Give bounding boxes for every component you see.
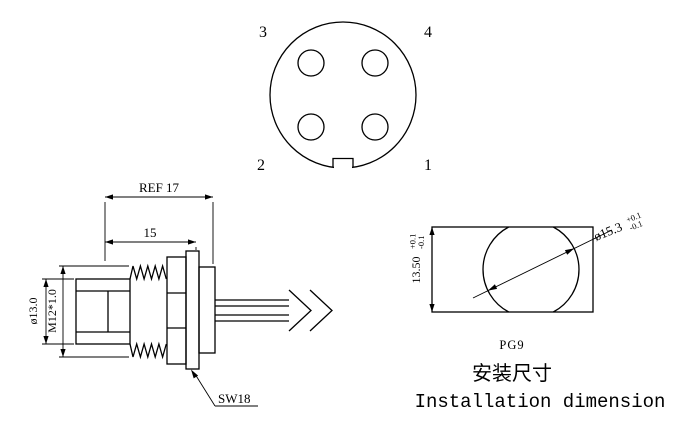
leader-sw18: SW18 [191, 369, 258, 407]
connector-side-view: REF 17 15 ø13.0 [26, 180, 333, 407]
dim-thread-m12-label: M12*1.0 [45, 289, 59, 333]
pin-label-2: 2 [257, 157, 265, 174]
dim-hole-diameter-label: ø15.3 [592, 219, 625, 244]
dimension-diameter-13: ø13.0 [26, 278, 74, 345]
mounting-hole [482, 226, 580, 313]
pin-holes [297, 49, 389, 141]
wire-break-icon [288, 289, 312, 332]
dim-diameter-13-label: ø13.0 [26, 298, 40, 325]
pin-hole-1 [361, 113, 389, 141]
panel-outline [431, 226, 594, 313]
pin-hole-3 [297, 49, 325, 77]
dimension-thread-m12: M12*1.0 [45, 265, 129, 358]
dimension-ref17: REF 17 [104, 180, 214, 264]
dim-flat-width-tol-minus: -0.1 [416, 236, 426, 249]
rear-body [198, 266, 216, 354]
notch-mask [334, 158, 352, 169]
socket-cavity-lines [76, 290, 130, 333]
hex-nut [166, 256, 187, 365]
pin-label-1: 1 [424, 157, 432, 174]
caption-english: Installation dimension [415, 391, 666, 413]
keyway-notch [332, 157, 354, 167]
pg9-label: PG9 [499, 338, 524, 352]
flange [185, 250, 200, 370]
pin-label-3: 3 [259, 24, 267, 41]
dim-flat-width-tol-plus: +0.1 [408, 234, 418, 249]
pin-hole-4 [361, 49, 389, 77]
pin-label-4: 4 [424, 24, 432, 41]
pin-hole-2 [297, 113, 325, 141]
dimension-15: 15 [105, 225, 197, 250]
connector-face-view: 3 4 2 1 [257, 21, 432, 174]
installation-view: ø15.3 +0.1 -0.1 13.50 +0.1 -0.1 PG9 安装尺寸… [408, 210, 666, 413]
wires [215, 289, 333, 332]
dim-ref17-label: REF 17 [139, 180, 180, 195]
hex-facet-lines [167, 292, 186, 329]
dim-15-label: 15 [144, 225, 157, 240]
wire-break-icon [309, 289, 333, 332]
dimension-flat-width: 13.50 +0.1 -0.1 [408, 227, 435, 312]
caption-chinese: 安装尺寸 [472, 361, 552, 385]
front-body [75, 278, 131, 345]
thread-section [129, 263, 167, 360]
sw18-label: SW18 [218, 391, 251, 406]
connector-body-circle [269, 21, 417, 169]
dim-hole-diameter-tol-minus: -0.1 [628, 218, 644, 232]
dim-flat-width-label: 13.50 [409, 257, 423, 284]
dimension-hole-diameter: ø15.3 +0.1 -0.1 [472, 210, 644, 299]
